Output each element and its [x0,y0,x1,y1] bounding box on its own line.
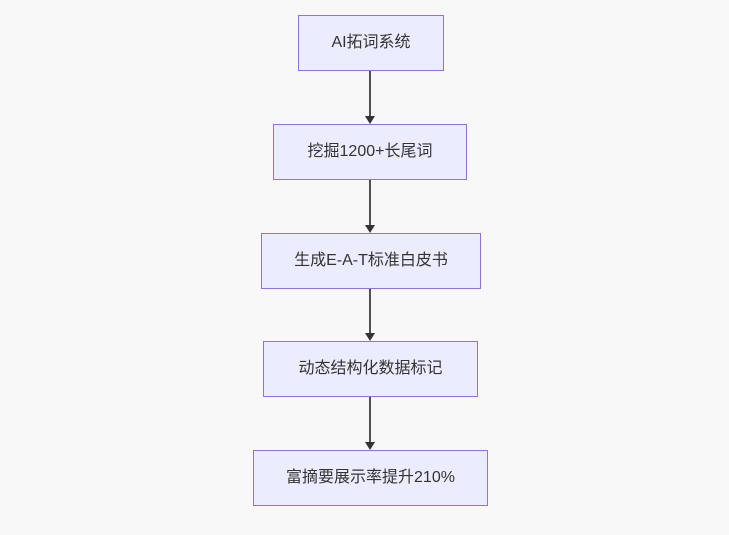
node-label: 动态结构化数据标记 [298,360,443,377]
arrow-line [369,71,371,116]
arrowhead-down-icon [365,116,375,124]
node-label: 富摘要展示率提升210% [286,469,455,486]
arrowhead-down-icon [365,442,375,450]
node-label: 生成E-A-T标准白皮书 [294,252,448,269]
flowchart-node-rich-snippet-result: 富摘要展示率提升210% [253,450,488,506]
arrow-line [369,180,371,225]
arrow-line [369,397,371,442]
node-label: 挖掘1200+长尾词 [307,143,433,160]
arrowhead-down-icon [365,333,375,341]
flowchart-node-ai-word-system: AI拓词系统 [298,15,444,71]
flowchart-node-longtail-mining: 挖掘1200+长尾词 [273,124,467,180]
flowchart-node-structured-data: 动态结构化数据标记 [263,341,478,397]
node-label: AI拓词系统 [331,34,411,51]
arrowhead-down-icon [365,225,375,233]
arrow-line [369,289,371,333]
flowchart-node-eat-whitepaper: 生成E-A-T标准白皮书 [261,233,481,289]
